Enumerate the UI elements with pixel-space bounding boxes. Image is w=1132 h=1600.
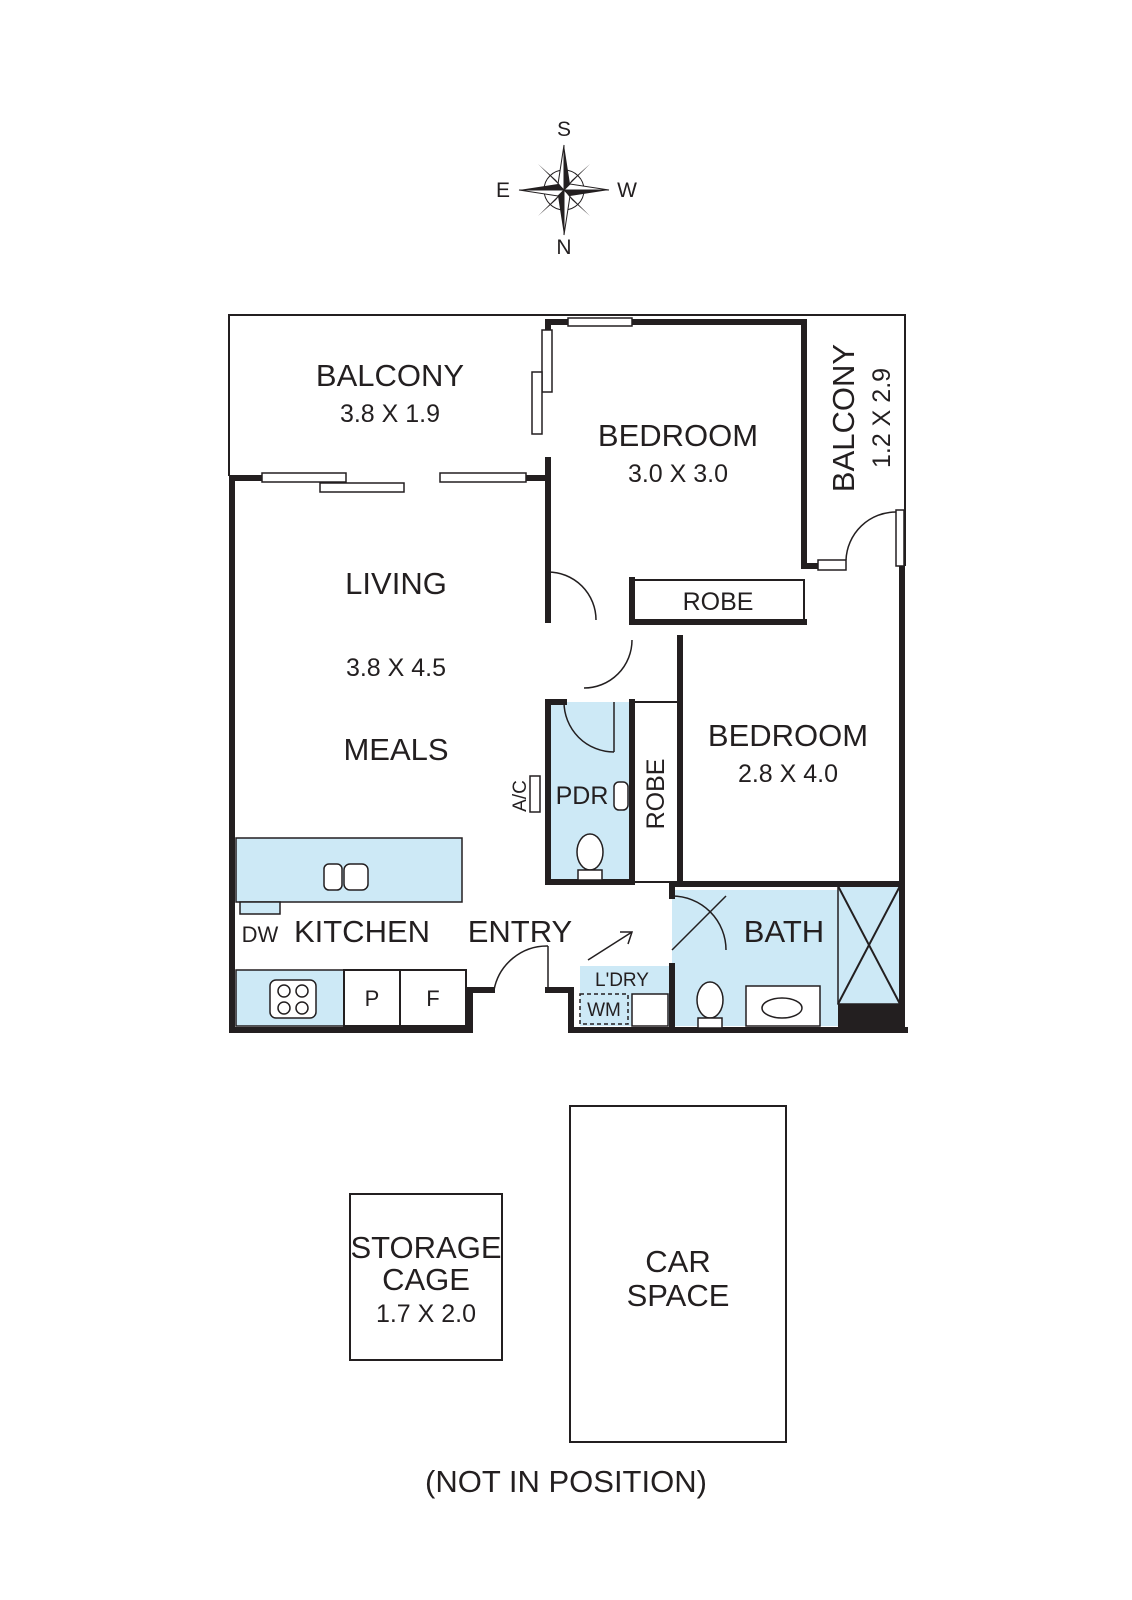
living-size: 3.8 X 4.5 — [346, 654, 446, 682]
car-line-2: SPACE — [627, 1278, 730, 1313]
door-swings — [493, 511, 897, 991]
laundry-label: L'DRY — [595, 970, 649, 991]
pdr-toilet-icon — [576, 833, 604, 881]
ac-unit-icon — [529, 775, 541, 813]
sink-icon — [323, 863, 369, 891]
ac-label: A/C — [510, 780, 531, 812]
not-in-position-note: (NOT IN POSITION) — [425, 1464, 707, 1499]
bedroom-2-name: BEDROOM — [708, 718, 868, 753]
interior-lines — [343, 579, 901, 1027]
bedroom-1-name: BEDROOM — [598, 418, 758, 453]
compass-north: N — [556, 236, 571, 259]
bedroom-1-size: 3.0 X 3.0 — [628, 460, 728, 488]
wm-label: WM — [587, 1000, 621, 1021]
bedroom-2-size: 2.8 X 4.0 — [738, 760, 838, 788]
balcony-top-size: 3.8 X 1.9 — [340, 400, 440, 428]
storage-line-2: CAGE — [382, 1262, 470, 1297]
robe-1-label: ROBE — [683, 588, 754, 616]
compass-east: E — [496, 179, 510, 202]
dishwasher-label: DW — [242, 922, 279, 947]
car-line-1: CAR — [645, 1244, 710, 1279]
balcony-side-name: BALCONY — [826, 344, 861, 492]
cooktop-icon — [269, 979, 317, 1019]
laundry-arrow-icon — [587, 931, 634, 961]
storage-cage — [349, 1193, 503, 1361]
compass-south: S — [557, 118, 571, 141]
robe-2-label: ROBE — [642, 759, 670, 830]
balcony-outline — [228, 314, 906, 566]
balcony-top-name: BALCONY — [316, 358, 464, 393]
entry-label: ENTRY — [468, 914, 573, 949]
vanity-basin-icon — [745, 985, 821, 1027]
pdr-label: PDR — [556, 782, 609, 810]
storage-size: 1.7 X 2.0 — [376, 1300, 476, 1328]
meals-name: MEALS — [343, 732, 448, 767]
compass-west: W — [617, 179, 637, 202]
storage-line-1: STORAGE — [350, 1230, 501, 1265]
compass-rose-icon — [518, 144, 610, 236]
laundry-tub-icon — [631, 993, 669, 1027]
balcony-side-size: 1.2 X 2.9 — [868, 368, 896, 468]
dishwasher — [239, 901, 281, 915]
living-name: LIVING — [345, 566, 447, 601]
bath-label: BATH — [744, 914, 824, 949]
windows — [261, 317, 905, 571]
car-space — [569, 1105, 787, 1443]
pantry-label: P — [365, 986, 380, 1011]
pdr-basin-icon — [613, 781, 629, 811]
bath-toilet-icon — [696, 981, 724, 1029]
kitchen-label: KITCHEN — [294, 914, 430, 949]
washing-machine — [579, 993, 629, 1025]
shower-base — [838, 1004, 902, 1030]
fridge-label: F — [426, 986, 439, 1011]
